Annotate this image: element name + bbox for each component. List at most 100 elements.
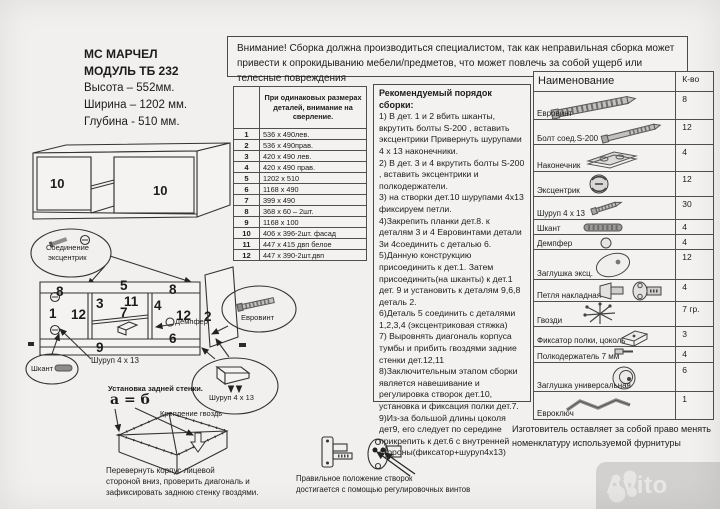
part-label-12: 12: [176, 308, 192, 323]
back-panel-diagram: [114, 407, 231, 475]
hw-name-cell: Полкодержатель 7 мм: [532, 346, 677, 363]
part-size: 447 х 390-2шт.двп: [259, 249, 367, 261]
hw-name-cell: Шкант: [532, 219, 677, 235]
dimension-width: Ширина – 1202 мм.: [84, 99, 188, 111]
hardware-header-qty: К-во: [675, 71, 714, 92]
part-label-12: 12: [71, 307, 87, 322]
hw-name-cell: Наконечник: [532, 144, 677, 172]
front-door-left-number: 10: [50, 176, 65, 191]
dimension-height: Высота – 552мм.: [84, 82, 175, 94]
assembly-step: 9)Из-за большой длины цоколя дет9, его с…: [379, 412, 510, 458]
hw-qty-cell: 4: [675, 144, 714, 172]
hw-name-cell: Петля накладная: [532, 279, 677, 302]
footnote-line: номенклатуру используемой фурнитуры: [512, 437, 681, 448]
hinge-note: Правильное положение створок: [296, 474, 413, 483]
damper-label: Демпфер: [175, 317, 208, 326]
hw-name: Заглушка эксц.: [537, 269, 593, 278]
assembly-step: 3) на створки дет.10 шурупами 4х13 фикси…: [379, 192, 524, 214]
hw-name-cell: Шуруп 4 х 13: [532, 196, 677, 220]
hw-name: Наконечник: [537, 161, 581, 170]
back-panel-note: Перевернуть корпус лицевой: [106, 466, 215, 475]
part-size: 1202 х 510: [259, 172, 367, 184]
product-name: МС МАРЧЕЛ: [84, 47, 158, 61]
part-label-3: 3: [96, 296, 104, 311]
part-num: 2: [233, 139, 260, 151]
hw-name-cell: Евровинт: [532, 91, 677, 120]
hw-qty-cell: 4: [675, 219, 714, 235]
nail-label: Крепление гвоздь: [160, 409, 223, 418]
hw-qty-cell: 4: [675, 279, 714, 302]
part-size: 420 х 490 лев.: [259, 150, 367, 162]
hw-qty-cell: 4: [675, 234, 714, 250]
hw-name-cell: Евроключ: [532, 391, 677, 420]
part-num: 7: [233, 194, 260, 206]
euroscrew-icon: [550, 95, 637, 120]
assembly-step: 6)Деталь 5 соединить с деталями 1,2,3,4 …: [379, 308, 516, 330]
assembly-step: 4)Закрепить планки дет.8. к деталям 3 и …: [379, 215, 522, 249]
hw-name: Полкодержатель 7 мм: [537, 352, 620, 361]
hw-qty-cell: 30: [675, 196, 714, 220]
part-num: 6: [233, 183, 260, 195]
hw-qty-cell: 1: [675, 391, 714, 420]
part-label-11: 11: [124, 294, 139, 309]
damper-mark-icon: [165, 317, 175, 327]
part-label-1: 1: [49, 306, 57, 321]
eurokey-icon: [566, 398, 631, 412]
part-num: 1: [233, 128, 260, 140]
hw-qty-cell: 12: [675, 119, 714, 145]
hardware-header-name: Наименование: [532, 71, 677, 92]
parts-size-table: При одинаковых размерах деталей, внимани…: [233, 86, 367, 261]
part-label-6: 6: [169, 331, 177, 346]
screw-4x13-icon: [590, 201, 623, 216]
product-module: МОДУЛЬ ТБ 232: [84, 64, 179, 78]
part-size: 536 х 490прав.: [259, 139, 367, 151]
assembly-title: Рекомендуемый порядок сборки:: [379, 88, 492, 110]
hw-qty-cell: 8: [675, 91, 714, 120]
part-num: 8: [233, 205, 260, 217]
eccentric-mark-icon: [49, 291, 61, 303]
hw-name-cell: Заглушка эксц.: [532, 249, 677, 280]
hinge-overlay-icon: [599, 281, 662, 301]
assembly-step: 1) В дет. 1 и 2 вбить шканты, вкрутить б…: [379, 111, 522, 156]
hw-name: Заглушка универсальная: [537, 381, 631, 390]
eccentric-callout-label: Соединение: [46, 243, 89, 252]
part-size: 1168 х 490: [259, 183, 367, 195]
part-num: 5: [233, 172, 260, 184]
shelf-holder-icon: [614, 348, 633, 355]
hw-name: Евроключ: [537, 409, 574, 418]
hw-name-cell: Заглушка универсальная: [532, 362, 677, 392]
nails-icon: [583, 302, 616, 324]
hw-name: Гвозди: [537, 316, 563, 325]
eccentric-icon: [589, 174, 609, 194]
part-label-8: 8: [56, 284, 64, 299]
footnote-line: Изготовитель оставляет за собой право ме…: [512, 424, 711, 434]
hw-name-cell: Демпфер: [532, 234, 677, 250]
hw-qty-cell: 4: [675, 346, 714, 363]
hw-qty-cell: 12: [675, 171, 714, 197]
hw-name-cell: Болт соед.S-200: [532, 119, 677, 145]
hardware-table: Наименование К-во Евровинт 8 Болт: [532, 71, 714, 420]
hw-name-cell: Фиксатор полки, цоколь: [532, 326, 677, 347]
eccentric-plug-icon: [595, 252, 631, 278]
hw-name: Шуруп 4 х 13: [537, 209, 585, 218]
dimension-depth: Глубина - 510 мм.: [84, 116, 180, 128]
hinge-plate-icon: [367, 438, 416, 477]
screw-label: Шуруп 4 х 13: [91, 356, 139, 365]
eccentric-callout-label: эксцентрик: [48, 253, 87, 262]
front-door-right-number: 10: [153, 183, 168, 198]
bracket-callout-icon: [215, 365, 251, 394]
parts-header: При одинаковых размерах деталей, внимани…: [259, 86, 367, 129]
hw-name-cell: Гвозди: [532, 301, 677, 327]
hw-name: Фиксатор полки, цоколь: [537, 336, 626, 345]
part-label-2: 2: [204, 309, 212, 324]
part-size: 399 х 490: [259, 194, 367, 206]
assembly-step: 2) В дет. 3 и 4 вкрутить болты S-200 , в…: [379, 157, 525, 191]
hinge-adjustment-diagram: [321, 436, 416, 477]
front-view-drawing: [32, 142, 231, 220]
screw-callout-label: Шуруп 4 х 13: [209, 393, 254, 402]
tip-plate-icon: [586, 151, 638, 169]
assembly-step: 8)Заключительным этапом сборки является …: [379, 366, 519, 412]
exploded-diagram: [25, 228, 297, 415]
hinge-side-icon: [321, 436, 353, 468]
